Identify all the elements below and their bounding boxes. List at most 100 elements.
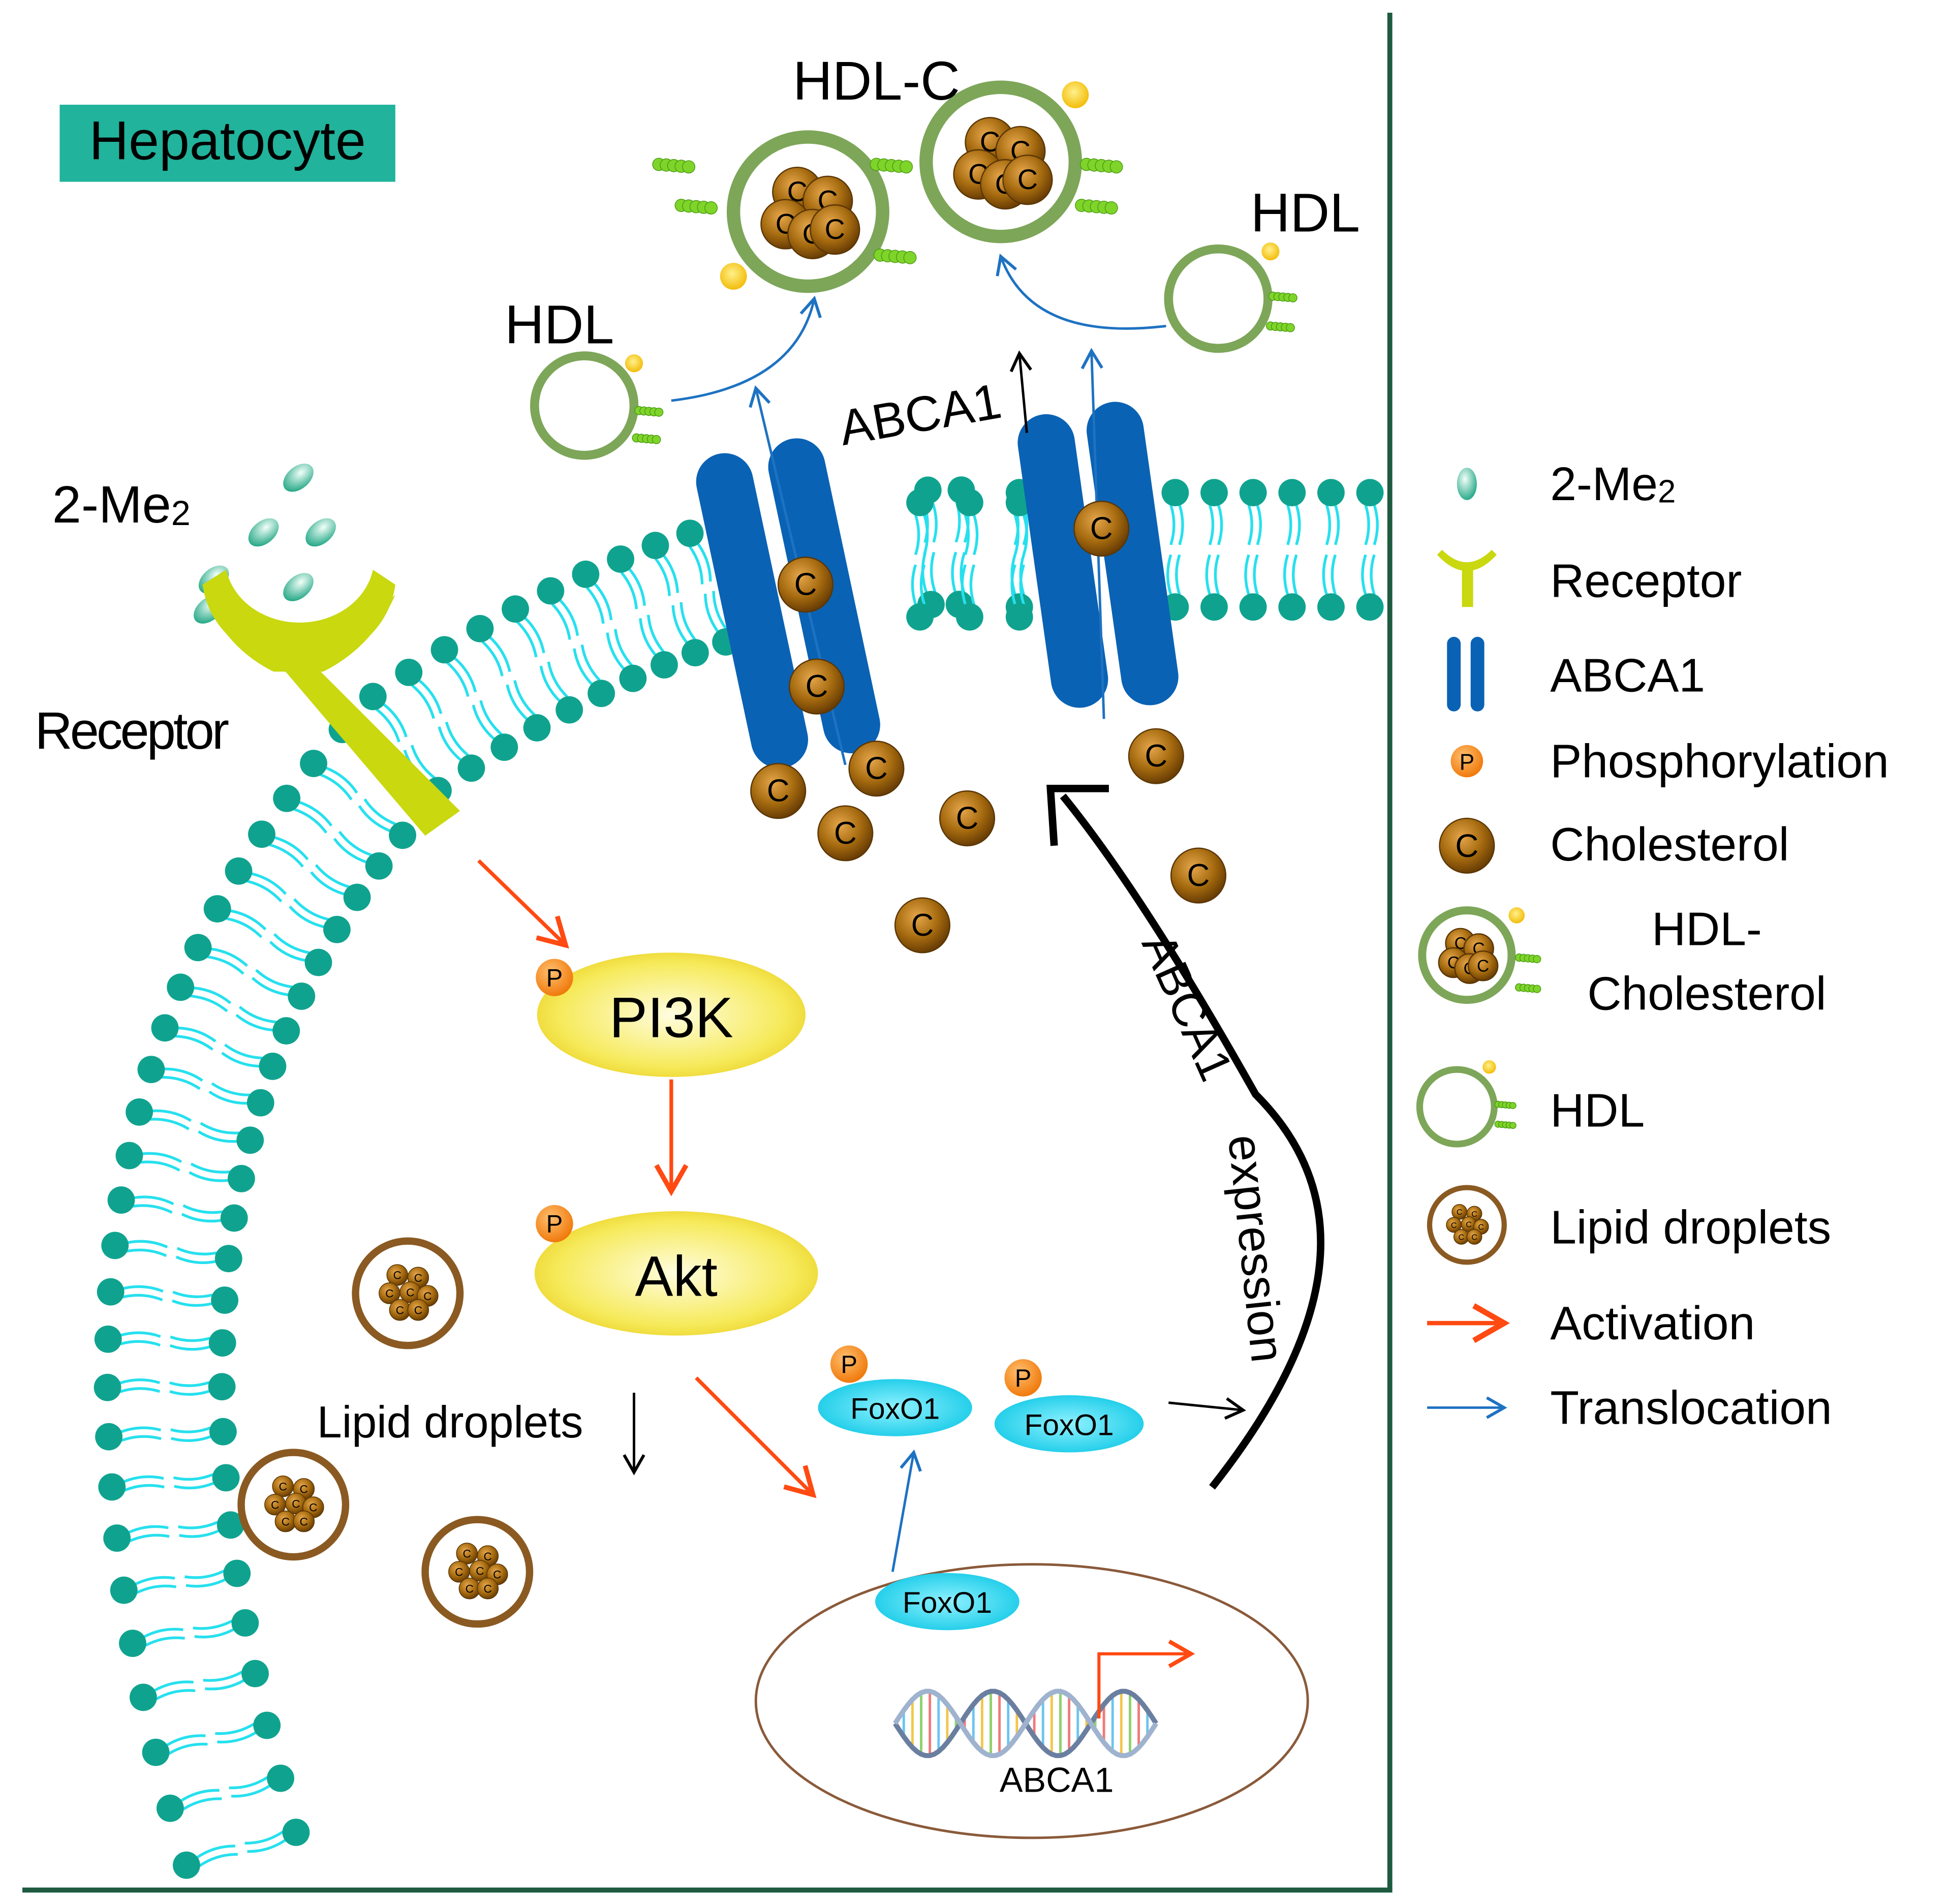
cholesterol-molecule: C (817, 805, 874, 862)
abca1-gene-label: ABCA1 (1000, 1760, 1114, 1799)
svg-text:C: C (806, 669, 828, 704)
phosphorylation-pi3k: P (536, 959, 573, 996)
cholesterol-molecule: C (810, 204, 860, 255)
akt-label: Akt (635, 1244, 718, 1308)
svg-text:C: C (767, 774, 790, 809)
svg-text:P: P (841, 1351, 857, 1378)
abca1-expression-up-arrow (1168, 1397, 1246, 1420)
svg-text:P: P (1460, 750, 1474, 775)
svg-text:C: C (825, 213, 845, 245)
pi3k-node (537, 953, 806, 1077)
svg-text:C: C (1478, 1222, 1484, 1232)
phosphorylation-akt: P (536, 1205, 573, 1243)
foxo1-node-nucleus (875, 1573, 1019, 1631)
svg-text:C: C (463, 1548, 471, 1560)
hepatocyte-title-box (59, 104, 395, 182)
svg-text:C: C (406, 1286, 414, 1299)
svg-text:C: C (292, 1497, 300, 1510)
phosphorylation-foxo1-b: P (1004, 1359, 1042, 1397)
cell-membrane (94, 476, 1384, 1879)
cholesterol-molecule: C (1170, 847, 1227, 904)
svg-text:C: C (282, 1515, 290, 1528)
svg-text:C: C (1471, 1210, 1477, 1219)
me2-molecule (283, 573, 314, 601)
svg-text:C: C (484, 1550, 492, 1563)
legend-label-receptor: Receptor (1550, 555, 1742, 607)
svg-text:C: C (1017, 164, 1038, 195)
transcription-arrow (1097, 1639, 1195, 1719)
svg-text:C: C (393, 1269, 401, 1282)
me2-molecule (283, 464, 314, 492)
legend-label-phosphorylation: Phosphorylation (1550, 734, 1889, 787)
cholesterol-molecule: C (848, 741, 905, 797)
svg-text:C: C (794, 567, 817, 602)
dna-helix (893, 1688, 1158, 1758)
cholesterol-molecule: C (789, 658, 845, 715)
hdl-icon (1416, 1060, 1517, 1148)
2-me2-icon (1457, 468, 1477, 500)
svg-text:C: C (396, 1304, 404, 1317)
svg-text:C: C (1187, 858, 1210, 893)
legend-label-hdl-cholesterol-2: Cholesterol (1587, 967, 1826, 1020)
receptor-label: Receptor (35, 701, 228, 760)
abca1-expression-arrow (1060, 793, 1324, 1490)
lipid-droplets-label: Lipid droplets (317, 1397, 583, 1447)
svg-text:P: P (546, 1211, 563, 1238)
cholesterol-icon: C (1439, 817, 1495, 874)
svg-text:C: C (956, 801, 979, 836)
svg-text:C: C (1471, 1233, 1477, 1242)
receptor-icon (1437, 549, 1497, 607)
phosphorylation-icon: P (1450, 745, 1483, 778)
foxo1-label-nucleus: FoxO1 (903, 1586, 992, 1619)
receptor (202, 569, 460, 836)
legend: 2-Me2 Receptor ABCA1 P Phosphorylation C… (1416, 457, 1889, 1434)
svg-text:C: C (300, 1515, 308, 1528)
nucleus (754, 1563, 1309, 1839)
legend-label-2-me2: 2-Me2 (1550, 457, 1676, 510)
abca1-transporter-right (1017, 402, 1179, 708)
hdl-right-label: HDL (1251, 182, 1360, 243)
abca1-expression-label-2: expression (1218, 1132, 1294, 1365)
svg-text:C: C (455, 1566, 463, 1579)
svg-text:C: C (865, 751, 888, 786)
translocation-arrow-hdl-right (996, 253, 1166, 330)
hepatocyte-title: Hepatocyte (89, 110, 365, 171)
svg-text:C: C (493, 1569, 501, 1581)
abca1-icon (1447, 636, 1485, 712)
hdl-c-label: HDL-C (793, 50, 960, 111)
legend-label-abca1: ABCA1 (1550, 649, 1705, 702)
me2-molecule (305, 518, 336, 547)
svg-text:C: C (476, 1565, 484, 1578)
svg-text:C: C (309, 1501, 317, 1514)
cholesterol-molecule: C (1128, 728, 1184, 784)
svg-text:C: C (414, 1272, 422, 1284)
svg-text:C: C (484, 1582, 492, 1595)
hdl-left-label: HDL (505, 294, 614, 355)
phosphorylation-foxo1-a: P (830, 1345, 868, 1383)
svg-text:C: C (1477, 957, 1489, 975)
cholesterol-molecule: C (1467, 950, 1499, 981)
abca1-expression-label-1: ABCA1 (1132, 925, 1243, 1088)
abca1-expression-arrowhead (1046, 785, 1109, 846)
svg-text:C: C (300, 1483, 308, 1496)
cholesterol-molecule: C (778, 557, 834, 613)
svg-text:C: C (1455, 828, 1478, 864)
svg-text:P: P (546, 964, 563, 992)
legend-label-hdl: HDL (1550, 1084, 1645, 1137)
abca1-up-arrow (1009, 350, 1032, 433)
svg-text:C: C (1145, 739, 1168, 774)
svg-text:C: C (911, 908, 934, 943)
hdl-particle-left (530, 351, 664, 460)
activation-arrow-receptor-pi3k (477, 859, 569, 949)
svg-text:P: P (1015, 1365, 1032, 1392)
svg-text:C: C (1466, 1220, 1472, 1229)
